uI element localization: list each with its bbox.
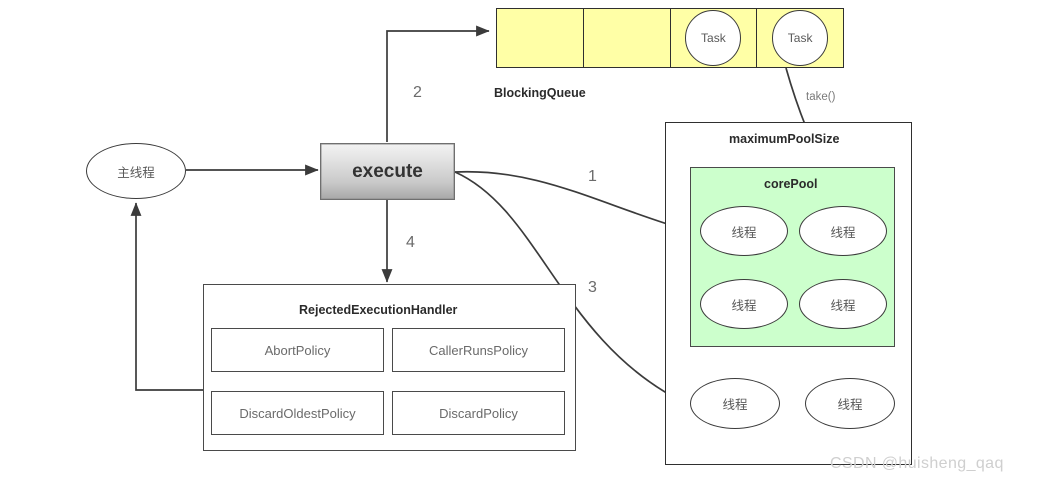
policy-label: CallerRunsPolicy xyxy=(429,342,528,358)
queue-cell[interactable] xyxy=(497,9,584,67)
policy-discard-oldest[interactable]: DiscardOldestPolicy xyxy=(211,391,384,435)
thread-label: 线程 xyxy=(830,298,856,313)
thread-label: 线程 xyxy=(837,398,863,412)
thread-label: 线程 xyxy=(731,225,757,240)
execute-label: execute xyxy=(352,160,423,182)
policy-label: DiscardPolicy xyxy=(439,405,518,421)
edge-execute-to-corepool xyxy=(454,170,691,233)
watermark: CSDN @huisheng_qaq xyxy=(830,455,1004,472)
edge-label-three: 3 xyxy=(588,279,597,296)
core-pool-thread[interactable]: 线程 xyxy=(799,206,887,256)
core-pool-caption: corePool xyxy=(764,177,818,191)
edge-rejected-handler-to-mainthread xyxy=(130,202,203,391)
queue-cell[interactable]: Task xyxy=(757,9,843,67)
thread-label: 线程 xyxy=(830,225,856,240)
queue-cell[interactable] xyxy=(584,9,671,67)
take-label: take() xyxy=(806,91,836,103)
edge-label-four: 4 xyxy=(406,234,415,251)
blocking-queue-caption: BlockingQueue xyxy=(494,86,586,100)
main-thread-label: 主线程 xyxy=(117,165,155,180)
policy-caller-runs[interactable]: CallerRunsPolicy xyxy=(392,328,565,372)
policy-label: AbortPolicy xyxy=(264,342,331,358)
rejected-execution-handler-caption: RejectedExecutionHandler xyxy=(299,303,458,317)
maximum-pool-caption: maximumPoolSize xyxy=(729,132,840,146)
policy-discard[interactable]: DiscardPolicy xyxy=(392,391,565,435)
task-circle[interactable]: Task xyxy=(772,10,829,66)
thread-label: 线程 xyxy=(731,298,757,313)
extra-thread[interactable]: 线程 xyxy=(690,378,780,429)
edge-execute-to-queue xyxy=(386,25,490,142)
policy-label: DiscardOldestPolicy xyxy=(239,405,356,421)
blocking-queue[interactable]: Task Task xyxy=(496,8,844,68)
task-circle[interactable]: Task xyxy=(685,10,742,66)
extra-thread[interactable]: 线程 xyxy=(805,378,895,429)
edge-label-one: 1 xyxy=(588,168,597,185)
policy-abort[interactable]: AbortPolicy xyxy=(211,328,384,372)
core-pool-thread[interactable]: 线程 xyxy=(700,279,788,329)
core-pool-thread[interactable]: 线程 xyxy=(700,206,788,256)
queue-cell[interactable]: Task xyxy=(671,9,758,67)
edge-label-two: 2 xyxy=(413,84,422,101)
core-pool-thread[interactable]: 线程 xyxy=(799,279,887,329)
main-thread-node[interactable]: 主线程 xyxy=(86,143,186,199)
thread-label: 线程 xyxy=(722,398,748,412)
execute-node[interactable]: execute xyxy=(320,143,455,200)
